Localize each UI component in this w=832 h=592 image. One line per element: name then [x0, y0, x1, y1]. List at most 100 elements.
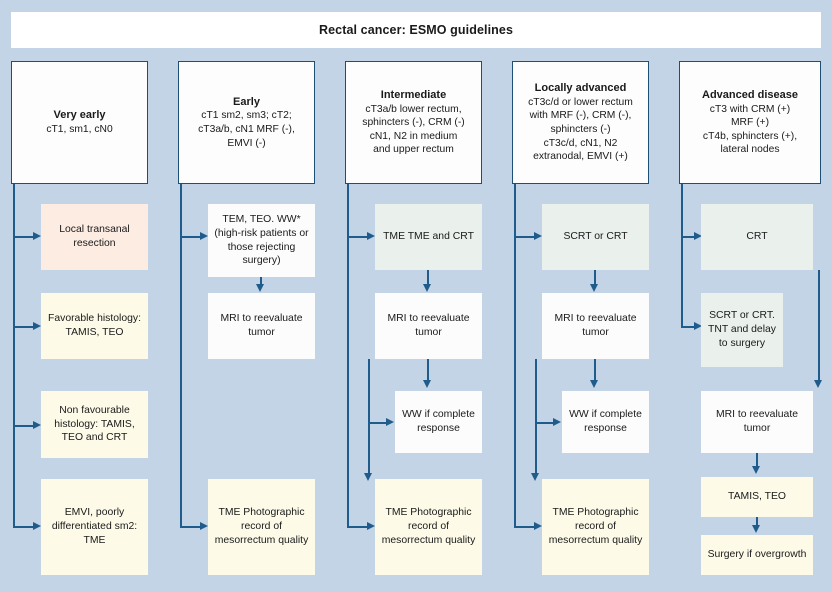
step-scrt-or-crt: SCRT or CRT: [542, 204, 649, 270]
arrow-head-icon: [367, 522, 375, 530]
step-tme-photographic-record: TME Photographic record of mesorrectum q…: [542, 479, 649, 575]
connector-line: [368, 359, 370, 474]
arrow-head-icon: [423, 284, 431, 292]
spine-locally-advanced: [514, 184, 516, 527]
header-line: cT3c/d, cN1, N2: [543, 137, 618, 149]
step-crt: CRT: [701, 204, 813, 270]
arrow-head-icon: [33, 421, 41, 429]
header-title: Locally advanced: [534, 82, 627, 95]
arrow-head-icon: [553, 418, 561, 426]
header-line: cT3a/b lower rectum,: [365, 103, 462, 115]
arrow-head-icon: [752, 466, 760, 474]
branch-line: [13, 526, 34, 528]
column-header-intermediate: Intermediate cT3a/b lower rectum, sphinc…: [345, 61, 482, 184]
header-title: Early: [233, 95, 260, 108]
arrow-head-icon: [367, 232, 375, 240]
step-scrt-or-crt-tnt: SCRT or CRT. TNT and delay to surgery: [701, 293, 783, 367]
arrow-head-icon: [33, 522, 41, 530]
header-line: EMVI (-): [227, 137, 266, 149]
step-mri-reevaluate: MRI to reevaluate tumor: [701, 391, 813, 453]
arrow-head-icon: [200, 522, 208, 530]
branch-line: [13, 326, 34, 328]
header-title: Intermediate: [380, 89, 447, 102]
step-mri-reevaluate: MRI to reevaluate tumor: [542, 293, 649, 359]
arrow-head-icon: [814, 380, 822, 388]
branch-line: [180, 526, 201, 528]
step-tme-tme-and-crt: TME TME and CRT: [375, 204, 482, 270]
connector-line: [818, 270, 820, 381]
arrow-head-icon: [256, 284, 264, 292]
header-line: cT1, sm1, cN0: [46, 123, 113, 135]
branch-line: [347, 236, 368, 238]
header-title: Very early: [53, 109, 106, 122]
header-line: cT1 sm2, sm3; cT2;: [201, 110, 292, 122]
header-line: MRF (+): [730, 117, 770, 129]
branch-line: [13, 236, 34, 238]
column-header-advanced-disease: Advanced disease cT3 with CRM (+) MRF (+…: [679, 61, 821, 184]
spine-advanced-disease: [681, 184, 683, 327]
connector-line: [260, 277, 262, 285]
arrow-head-icon: [364, 473, 372, 481]
connector-line: [594, 359, 596, 381]
header-line: extranodal, EMVI (+): [533, 151, 628, 163]
header-line: lateral nodes: [720, 144, 780, 156]
arrow-head-icon: [590, 380, 598, 388]
step-emvi-poorly-differentiated: EMVI, poorly differentiated sm2: TME: [41, 479, 148, 575]
step-mri-reevaluate: MRI to reevaluate tumor: [208, 293, 315, 359]
chart-title: Rectal cancer: ESMO guidelines: [11, 12, 821, 48]
branch-line: [180, 236, 201, 238]
step-tme-photographic-record: TME Photographic record of mesorrectum q…: [208, 479, 315, 575]
column-header-very-early: Very early cT1, sm1, cN0: [11, 61, 148, 184]
branch-line: [13, 425, 34, 427]
header-line: sphincters (-): [550, 123, 611, 135]
arrow-head-icon: [423, 380, 431, 388]
arrow-head-icon: [33, 232, 41, 240]
branch-line: [347, 526, 368, 528]
step-mri-reevaluate: MRI to reevaluate tumor: [375, 293, 482, 359]
header-line: and upper rectum: [373, 144, 454, 156]
header-line: cT3 with CRM (+): [709, 103, 791, 115]
arrow-head-icon: [531, 473, 539, 481]
branch-line: [535, 422, 554, 424]
connector-line: [756, 453, 758, 467]
arrow-head-icon: [534, 232, 542, 240]
branch-line: [681, 236, 695, 238]
step-favorable-histology: Favorable histology: TAMIS, TEO: [41, 293, 148, 359]
arrow-head-icon: [33, 322, 41, 330]
arrow-head-icon: [752, 525, 760, 533]
connector-line: [427, 270, 429, 285]
connector-line: [535, 359, 537, 474]
column-header-locally-advanced: Locally advanced cT3c/d or lower rectum …: [512, 61, 649, 184]
step-surgery-if-overgrowth: Surgery if overgrowth: [701, 535, 813, 575]
header-title: Advanced disease: [702, 89, 798, 102]
branch-line: [514, 526, 535, 528]
branch-line: [514, 236, 535, 238]
connector-line: [594, 270, 596, 285]
arrow-head-icon: [386, 418, 394, 426]
header-line: cT4b, sphincters (+),: [702, 130, 798, 142]
step-tamis-teo: TAMIS, TEO: [701, 477, 813, 517]
step-tem-teo-ww: TEM, TEO. WW* (high-risk patients or tho…: [208, 204, 315, 277]
branch-line: [368, 422, 387, 424]
arrow-head-icon: [534, 522, 542, 530]
arrow-head-icon: [694, 322, 702, 330]
header-line: with MRF (-), CRM (-),: [529, 110, 632, 122]
spine-very-early: [13, 184, 15, 527]
spine-early: [180, 184, 182, 527]
header-line: cN1, N2 in medium: [369, 130, 458, 142]
arrow-head-icon: [590, 284, 598, 292]
step-ww-if-complete-response: WW if complete response: [562, 391, 649, 453]
step-ww-if-complete-response: WW if complete response: [395, 391, 482, 453]
column-header-early: Early cT1 sm2, sm3; cT2; cT3a/b, cN1 MRF…: [178, 61, 315, 184]
step-non-favourable-histology: Non favourable histology: TAMIS, TEO and…: [41, 391, 148, 458]
header-line: sphincters (-), CRM (-): [362, 117, 465, 129]
spine-intermediate: [347, 184, 349, 527]
header-line: cT3c/d or lower rectum: [528, 96, 633, 108]
step-tme-photographic-record: TME Photographic record of mesorrectum q…: [375, 479, 482, 575]
branch-line: [681, 326, 695, 328]
connector-line: [756, 517, 758, 526]
arrow-head-icon: [200, 232, 208, 240]
step-local-transanal-resection: Local transanal resection: [41, 204, 148, 270]
connector-line: [427, 359, 429, 381]
arrow-head-icon: [694, 232, 702, 240]
